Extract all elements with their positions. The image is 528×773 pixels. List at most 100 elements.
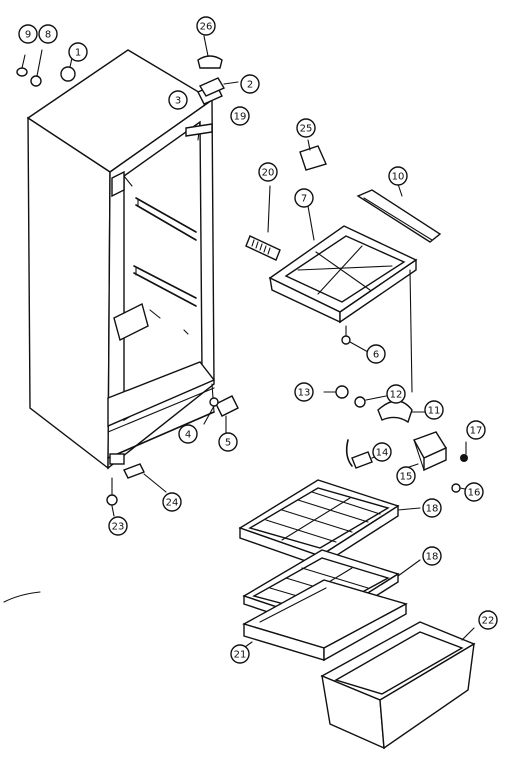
callout-circle [230,644,250,664]
callout-11: 11 [424,400,444,420]
callout-number: 2 [247,80,253,91]
callout-19: 19 [230,106,250,126]
part-17-screw [460,441,468,462]
freezer-shelf [268,205,418,324]
part-20-control [245,185,281,261]
part-1-plug [60,57,76,82]
callout-3: 3 [168,90,188,110]
callout-circle [294,382,314,402]
part-12-bulb [354,395,387,408]
callout-circle [366,344,386,364]
callout-circle [218,432,238,452]
part-23-foot [106,477,118,517]
part-13-knob [323,385,349,399]
callout-16: 16 [464,482,484,502]
callout-12: 12 [386,384,406,404]
callout-circle [294,188,314,208]
callout-number: 9 [25,30,31,41]
callout-circle [162,492,182,512]
part-24-hinge [123,463,167,493]
callout-circle [386,384,406,404]
callout-circle [178,424,198,444]
part-9-screw [16,54,28,77]
callout-circle [68,42,88,62]
callout-24: 24 [162,492,182,512]
part-15-control-box [405,431,448,472]
callout-number: 25 [300,124,313,135]
callout-number: 6 [373,350,379,361]
callout-1: 1 [68,42,88,62]
callout-26: 26 [196,16,216,36]
callout-circle [108,516,128,536]
callout-18: 18 [422,546,442,566]
callout-circle [424,400,444,420]
callout-23: 23 [108,516,128,536]
callout-labels: 1234567891011121314151617181819202122232… [18,16,498,664]
stray-line [3,591,41,603]
callout-18: 18 [422,498,442,518]
callout-number: 23 [112,522,125,533]
callout-circle [466,420,486,440]
callout-17: 17 [466,420,486,440]
callout-number: 7 [301,194,307,205]
callout-2: 2 [240,74,260,94]
part-25-bracket [299,139,327,171]
callout-circle [388,166,408,186]
callout-number: 22 [482,616,495,627]
callout-circle [396,466,416,486]
callout-circle [230,106,250,126]
callout-circle [422,498,442,518]
callout-circle [168,90,188,110]
callout-number: 24 [166,498,179,509]
callout-number: 1 [75,48,81,59]
part-26-hinge-cover [197,35,223,69]
callout-number: 16 [468,488,481,499]
callout-number: 11 [428,406,441,417]
callout-8: 8 [38,24,58,44]
shelf-rail-upper [135,197,197,241]
callout-21: 21 [230,644,250,664]
callout-number: 14 [376,448,389,459]
callout-number: 3 [175,96,181,107]
callout-14: 14 [372,442,392,462]
refrigerator-cabinet [26,49,223,470]
callout-circle [478,610,498,630]
callout-circle [258,162,278,182]
callout-number: 12 [390,390,403,401]
callout-circle [464,482,484,502]
part-6-knob [341,325,369,353]
callout-number: 20 [262,168,275,179]
callout-number: 17 [470,426,483,437]
callout-10: 10 [388,166,408,186]
callout-5: 5 [218,432,238,452]
callout-6: 6 [366,344,386,364]
callout-circle [18,24,38,44]
part-11-cover [377,400,427,424]
part-2-hinge [198,77,239,97]
crisper-cover [237,579,408,662]
callout-25: 25 [296,118,316,138]
callout-number: 18 [426,504,439,515]
guide-line [409,269,413,393]
callout-15: 15 [396,466,416,486]
shelf-rail-lower [133,265,197,307]
callout-20: 20 [258,162,278,182]
callout-7: 7 [294,188,314,208]
part-10-rail [356,183,442,243]
callout-number: 8 [45,30,51,41]
callout-number: 5 [225,438,231,449]
callout-circle [240,74,260,94]
callout-13: 13 [294,382,314,402]
callout-22: 22 [478,610,498,630]
callout-number: 10 [392,172,405,183]
part-8-nut [30,49,43,87]
callout-circle [196,16,216,36]
callout-number: 13 [298,388,311,399]
callout-number: 26 [200,22,213,33]
part-4-5-hinge [203,395,239,435]
callout-number: 21 [234,650,247,661]
crisper-drawer [320,621,476,750]
callout-number: 19 [234,112,247,123]
